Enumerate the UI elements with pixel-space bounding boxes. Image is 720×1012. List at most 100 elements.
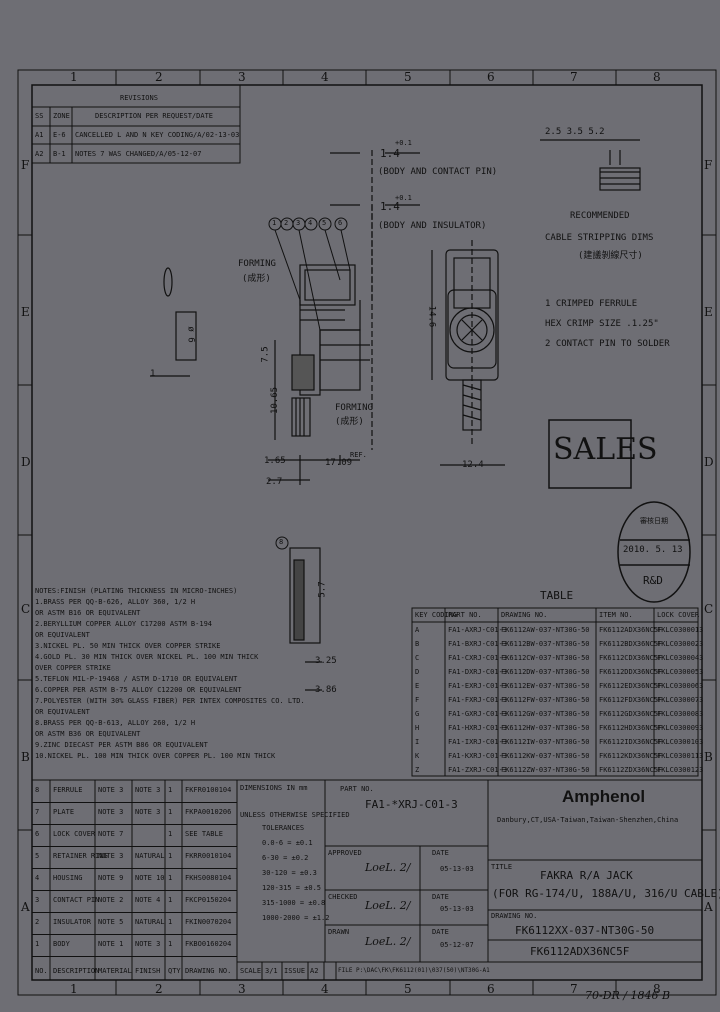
note-line: 3.NICKEL PL. 50 MIN THICK OVER COPPER ST… xyxy=(35,642,221,650)
table-cell: FKLC0300023 xyxy=(657,640,704,648)
signature: LoeL. 2/ xyxy=(365,899,411,912)
stamp-date: 2010. 5. 13 xyxy=(623,545,683,555)
zone-top-3: 3 xyxy=(238,70,246,84)
table-cell: FKLC0300103 xyxy=(657,738,704,746)
bom-row-line xyxy=(32,956,237,957)
assembly-note: HEX CRIMP SIZE .1.25" xyxy=(545,319,659,329)
bom-cell: 7 xyxy=(35,808,40,816)
side-view-dim: ø 6 xyxy=(185,326,196,343)
handwritten-note: 70-DR / 1846 B xyxy=(585,989,671,1002)
table-cell: FK6112DW-037-NT30G-50 xyxy=(501,668,590,676)
table-cell: FK6112CW-037-NT30G-50 xyxy=(501,654,590,662)
dim-value: 1.4 xyxy=(380,147,400,160)
bom-cell: NOTE 3 xyxy=(98,852,124,860)
dim-note: (BODY AND INSULATOR) xyxy=(378,221,487,231)
bom-cell: HOUSING xyxy=(53,874,83,882)
table-cell: A xyxy=(415,626,420,634)
file-path: FILE P:\DAC\FK\FK6112(01)\037(50)\NT30G-… xyxy=(338,967,490,974)
bom-row-line xyxy=(32,802,237,803)
zone-top-8: 8 xyxy=(653,70,661,84)
table-cell: FK6112AW-037-NT30G-50 xyxy=(501,626,590,634)
checked-label: CHECKED xyxy=(328,893,358,901)
bom-cell: FKHS0080104 xyxy=(185,874,232,882)
bom-row-line xyxy=(32,912,237,913)
zone-top-2: 2 xyxy=(155,70,163,84)
bom-row-line xyxy=(32,890,237,891)
dim-value: 1.4 xyxy=(380,200,400,213)
revisions-header-zone: ZONE xyxy=(53,112,70,120)
table-cell: FK6112GW-037-NT30G-50 xyxy=(501,710,590,718)
bom-cell: NOTE 5 xyxy=(98,918,124,926)
dim-value: 10.65 xyxy=(270,386,281,415)
bom-cell: NOTE 3 xyxy=(98,808,124,816)
strip-note-line: (建議剝線尺寸) xyxy=(578,251,643,261)
table-cell: FA1-FXRJ-C01-3 xyxy=(448,696,508,704)
dim-value: 5.7 xyxy=(317,581,328,598)
table-cell: FK6112EW-037-NT30G-50 xyxy=(501,682,590,690)
table-cell: K xyxy=(415,752,420,760)
table-cell: FA1-KXRJ-C01-3 xyxy=(448,752,508,760)
zone-top-6: 6 xyxy=(487,70,495,84)
zone-left-C: C xyxy=(21,602,31,616)
dim-ref: REF. xyxy=(350,451,367,459)
table-cell: FK6112FDX36NC5F xyxy=(599,696,663,704)
bom-cell: FERRULE xyxy=(53,786,83,794)
table-cell: FA1-GXRJ-C01-3 xyxy=(448,710,508,718)
date-label: DATE xyxy=(432,849,449,857)
zone-bottom-3: 3 xyxy=(238,982,246,996)
zone-top-5: 5 xyxy=(404,70,412,84)
dim-tolerance: +0.1 xyxy=(395,139,412,147)
note-line: 8.BRASS PER QQ-B-613, ALLOY 260, 1/2 H xyxy=(35,719,196,727)
dim-value: 12.4 xyxy=(462,460,484,470)
dim-value: 14.6 xyxy=(426,305,437,328)
bom-cell: NOTE 3 xyxy=(98,786,124,794)
zone-left-D: D xyxy=(21,455,31,469)
date-value: 05-13-03 xyxy=(440,905,474,913)
zone-left-E: E xyxy=(21,305,30,319)
balloon: 1 xyxy=(272,219,277,227)
part-no-label: PART NO. xyxy=(340,785,374,793)
revision-row-ss: A1 xyxy=(35,131,44,139)
scale-label: SCALE xyxy=(240,967,262,975)
table-cell: FA1-CXRJ-C01-3 xyxy=(448,654,508,662)
note-line: 10.NICKEL PL. 100 MIN THICK OVER COPPER … xyxy=(35,752,276,760)
tolerance-row: 6-30 = ±0.2 xyxy=(262,854,309,862)
table-title: TABLE xyxy=(540,589,574,602)
note-line: OR ASTM B36 OR EQUIVALENT xyxy=(35,730,141,738)
table-cell: C xyxy=(415,654,420,662)
table-cell: D xyxy=(415,668,420,676)
item-no: FK6112ADX36NC5F xyxy=(530,945,630,958)
bom-cell: NOTE 10 xyxy=(135,874,165,882)
table-cell: FK6112IDX36NC5F xyxy=(599,738,663,746)
table-cell: FK6112KDX36NC5F xyxy=(599,752,663,760)
bom-cell: NOTE 1 xyxy=(98,940,124,948)
bom-cell: 8 xyxy=(35,786,40,794)
table-cell: FKLC0300083 xyxy=(657,710,704,718)
note-line: OVER COPPER STRIKE xyxy=(35,664,111,672)
table-cell: FK6112IW-037-NT30G-50 xyxy=(501,738,590,746)
forming-label: FORMING xyxy=(335,403,373,413)
zone-right-D: D xyxy=(704,455,714,469)
balloon: 3 xyxy=(296,219,301,227)
bom-cell: NOTE 3 xyxy=(135,940,161,948)
table-cell: FK6112FW-037-NT30G-50 xyxy=(501,696,590,704)
dim-value: 17.09 xyxy=(325,458,353,468)
bom-cell: FKFR0100104 xyxy=(185,786,232,794)
table-cell: FKLC0300093 xyxy=(657,724,704,732)
table-cell: Z xyxy=(415,766,420,774)
approved-label: APPROVED xyxy=(328,849,362,857)
table-cell: FKLC0300063 xyxy=(657,682,704,690)
dim-value: 1.65 xyxy=(264,456,286,466)
date-value: 05-13-03 xyxy=(440,865,474,873)
revisions-header-ss: SS xyxy=(35,112,44,120)
strip-note-line: RECOMMENDED xyxy=(570,211,630,221)
table-cell: I xyxy=(415,738,420,746)
stamp-dept: R&D xyxy=(643,574,663,587)
bom-cell: FKIN0070204 xyxy=(185,918,232,926)
bom-cell: NATURAL xyxy=(135,852,165,860)
revision-row-zone: E-6 xyxy=(53,131,66,139)
drawing-no: FK6112XX-037-NT30G-50 xyxy=(515,924,655,937)
table-cell: FKLC0300053 xyxy=(657,668,704,676)
table-cell: FK6112CDX36NC5F xyxy=(599,654,663,662)
note-line: OR EQUIVALENT xyxy=(35,708,90,716)
